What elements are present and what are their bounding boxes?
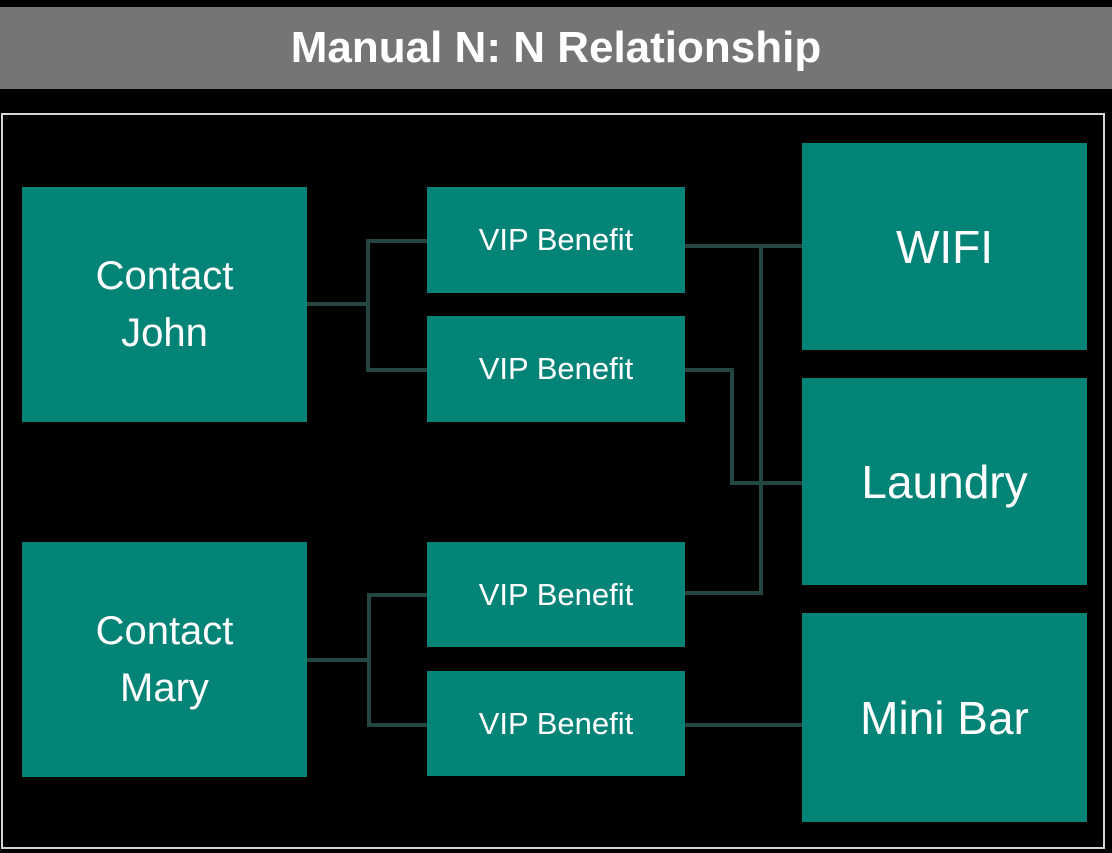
- page-title: Manual N: N Relationship: [290, 23, 822, 72]
- connector-segment: [307, 658, 368, 662]
- node-vip-benefit-3-label: VIP Benefit: [478, 576, 634, 612]
- node-laundry: Laundry: [802, 378, 1087, 585]
- node-vip-benefit-3: VIP Benefit: [427, 542, 685, 647]
- node-contact-john-label: Contact John: [95, 253, 234, 355]
- node-vip-benefit-1: VIP Benefit: [427, 187, 685, 293]
- connector-segment: [685, 591, 763, 595]
- node-laundry-label: Laundry: [861, 455, 1028, 508]
- node-vip-benefit-2-label: VIP Benefit: [478, 351, 634, 386]
- node-vip-benefit-2: VIP Benefit: [427, 316, 685, 422]
- node-contact-john: Contact John: [22, 187, 307, 422]
- connector-segment: [730, 481, 802, 485]
- node-mini-bar-label: Mini Bar: [860, 691, 1029, 744]
- node-contact-mary: Contact Mary: [22, 542, 307, 777]
- node-mini-bar: Mini Bar: [802, 613, 1087, 822]
- connector-segment: [367, 593, 371, 727]
- connector-segment: [730, 368, 734, 485]
- connector-segment: [685, 244, 802, 248]
- connector-segment: [307, 302, 368, 306]
- connector-segment: [369, 593, 427, 597]
- node-contact-mary-label: Contact Mary: [95, 608, 234, 710]
- connector-segment: [685, 368, 734, 372]
- node-vip-benefit-1-label: VIP Benefit: [478, 222, 634, 257]
- title-bar: Manual N: N Relationship: [0, 7, 1112, 89]
- node-wifi: WIFI: [802, 143, 1087, 350]
- connector-segment: [368, 239, 427, 243]
- connector-segment: [369, 723, 427, 727]
- connector-segment: [366, 239, 370, 372]
- node-vip-benefit-4-label: VIP Benefit: [478, 705, 634, 741]
- node-wifi-label: WIFI: [895, 220, 994, 273]
- connector-segment: [759, 244, 763, 595]
- connector-segment: [368, 368, 427, 372]
- node-vip-benefit-4: VIP Benefit: [427, 671, 685, 776]
- connector-segment: [685, 723, 802, 727]
